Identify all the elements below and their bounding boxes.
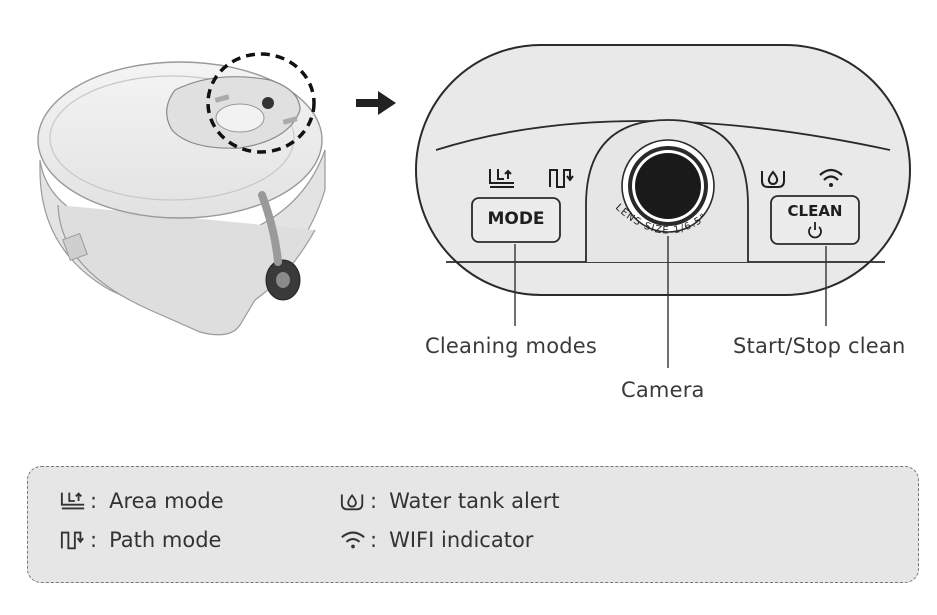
legend-box: : Area mode : Path mode : Water tank ale…	[27, 466, 919, 583]
legend-item-wifi: : WIFI indicator	[340, 528, 533, 552]
arrow-right-icon	[356, 91, 396, 115]
water-tank-icon	[340, 490, 366, 512]
legend-separator: :	[90, 489, 98, 513]
callout-camera: Camera	[621, 378, 705, 402]
robot-vacuum-illustration	[37, 52, 326, 336]
wifi-icon	[340, 529, 366, 551]
path-mode-icon	[60, 529, 86, 551]
legend-item-water-tank: : Water tank alert	[340, 489, 560, 513]
legend-item-path-mode: : Path mode	[60, 528, 221, 552]
mode-button: MODE	[487, 209, 545, 229]
area-mode-icon	[489, 169, 514, 188]
wifi-icon	[819, 168, 843, 187]
control-panel-closeup: LENS SIZE 1/6.5"	[415, 44, 911, 368]
callout-start-stop: Start/Stop clean	[733, 334, 906, 358]
legend-label: Path mode	[109, 528, 222, 552]
legend-label: WIFI indicator	[389, 528, 534, 552]
path-mode-icon	[549, 169, 574, 188]
area-mode-icon	[60, 490, 86, 512]
callout-cleaning-modes: Cleaning modes	[425, 334, 598, 358]
legend-item-area-mode: : Area mode	[60, 489, 224, 513]
legend-label: Area mode	[109, 489, 224, 513]
legend-label: Water tank alert	[389, 489, 560, 513]
clean-button: CLEAN	[787, 202, 843, 220]
water-tank-icon	[761, 170, 785, 188]
legend-separator: :	[370, 489, 378, 513]
legend-separator: :	[90, 528, 98, 552]
legend-separator: :	[370, 528, 378, 552]
